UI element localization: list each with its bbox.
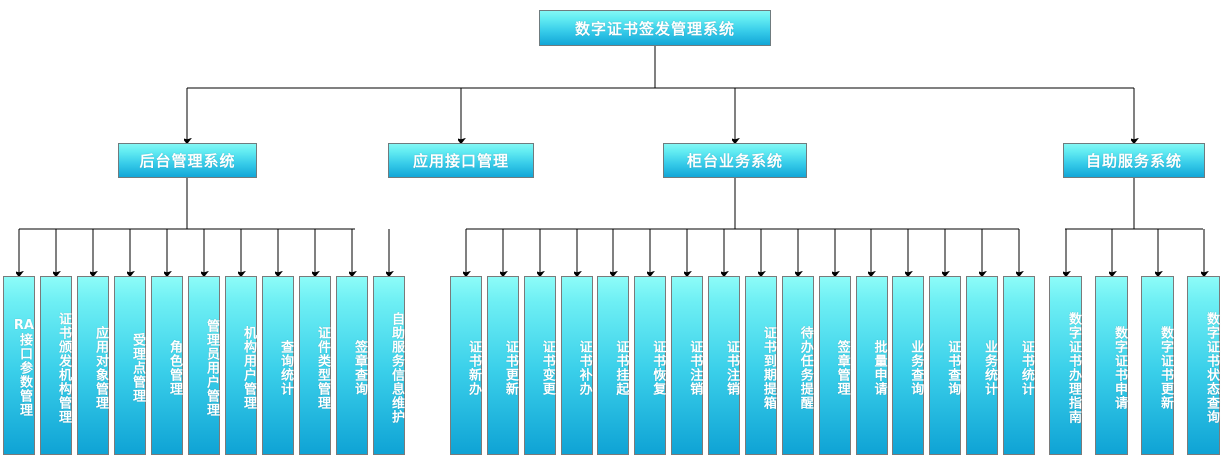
node-leaf-2-13[interactable]: 证书查询 xyxy=(929,276,962,455)
node-branch-3-label: 自助服务系统 xyxy=(1085,152,1182,170)
node-leaf-label: 查询统计 xyxy=(278,339,293,396)
node-leaf-label: 证书恢复 xyxy=(650,339,666,396)
node-leaf-0-6[interactable]: 机构用户管理 xyxy=(225,276,257,455)
node-leaf-label: 业务统计 xyxy=(982,339,997,396)
node-branch-1[interactable]: 应用接口管理 xyxy=(388,143,534,178)
node-leaf-label: 数字证书状态查询 xyxy=(1204,311,1219,424)
node-leaf-3-1[interactable]: 数字证书申请 xyxy=(1095,276,1128,455)
node-root-label: 数字证书签发管理系统 xyxy=(574,19,735,38)
node-leaf-2-10[interactable]: 签章管理 xyxy=(818,276,851,455)
node-leaf-2-15[interactable]: 证书统计 xyxy=(1002,276,1035,455)
node-branch-3[interactable]: 自助服务系统 xyxy=(1063,143,1205,178)
node-leaf-2-8[interactable]: 证书到期提箱 xyxy=(744,276,777,455)
node-leaf-2-2[interactable]: 证书变更 xyxy=(523,276,556,455)
node-leaf-label: 证书到期提箱 xyxy=(760,325,776,410)
node-branch-1-label: 应用接口管理 xyxy=(412,152,509,170)
node-leaf-label: 数字证书更新 xyxy=(1158,325,1173,410)
node-leaf-2-0[interactable]: 证书新办 xyxy=(450,276,482,455)
node-leaf-label: 数字证书申请 xyxy=(1112,325,1127,410)
node-leaf-2-5[interactable]: 证书恢复 xyxy=(634,276,667,455)
node-leaf-label: 证书变更 xyxy=(539,339,555,396)
node-leaf-label: 证书新办 xyxy=(466,339,481,396)
node-leaf-0-0[interactable]: RA接口参数管理 xyxy=(3,276,35,455)
node-root[interactable]: 数字证书签发管理系统 xyxy=(539,10,771,46)
node-leaf-label: 证书统计 xyxy=(1018,339,1034,396)
node-leaf-0-1[interactable]: 证书颁发机构管理 xyxy=(40,276,72,455)
node-leaf-2-12[interactable]: 业务查询 xyxy=(892,276,925,455)
node-leaf-label: 证书更新 xyxy=(502,339,518,396)
node-leaf-label: 角色管理 xyxy=(167,339,182,396)
node-leaf-label: 证书挂起 xyxy=(613,339,629,396)
node-leaf-label: 证书颁发机构管理 xyxy=(56,311,71,424)
node-leaf-latin-prefix: RA xyxy=(13,318,34,333)
node-leaf-label: 应用对象管理 xyxy=(93,325,108,410)
node-branch-0[interactable]: 后台管理系统 xyxy=(118,143,257,178)
node-leaf-label: 证书注销 xyxy=(687,339,703,396)
node-leaf-2-6[interactable]: 证书注销 xyxy=(671,276,704,455)
node-leaf-label: 签章管理 xyxy=(834,339,850,396)
node-leaf-3-3[interactable]: 数字证书状态查询 xyxy=(1187,276,1220,455)
node-leaf-label: 证书注销 xyxy=(724,339,739,396)
node-leaf-0-8[interactable]: 证件类型管理 xyxy=(299,276,331,455)
node-leaf-2-11[interactable]: 批量申请 xyxy=(855,276,888,455)
node-leaf-label: 证件类型管理 xyxy=(315,325,330,410)
node-leaf-0-9[interactable]: 签章查询 xyxy=(336,276,368,455)
node-leaf-label: 批量申请 xyxy=(871,339,887,396)
node-leaf-label: 受理点管理 xyxy=(130,332,145,403)
node-leaf-0-3[interactable]: 受理点管理 xyxy=(114,276,146,455)
node-branch-0-label: 后台管理系统 xyxy=(139,152,236,170)
node-leaf-2-4[interactable]: 证书挂起 xyxy=(597,276,630,455)
node-leaf-2-7[interactable]: 证书注销 xyxy=(708,276,740,455)
node-leaf-3-2[interactable]: 数字证书更新 xyxy=(1141,276,1174,455)
node-leaf-label: 证书查询 xyxy=(945,339,961,396)
node-leaf-0-2[interactable]: 应用对象管理 xyxy=(77,276,109,455)
node-leaf-2-14[interactable]: 业务统计 xyxy=(966,276,998,455)
node-leaf-label: 管理员用户管理 xyxy=(204,318,219,417)
node-branch-2-label: 柜台业务系统 xyxy=(686,152,783,170)
node-leaf-label: 自助服务信息维护 xyxy=(389,311,404,424)
node-leaf-label: RA接口参数管理 xyxy=(13,318,34,417)
node-leaf-0-4[interactable]: 角色管理 xyxy=(151,276,183,455)
node-leaf-2-3[interactable]: 证书补办 xyxy=(560,276,593,455)
node-leaf-0-7[interactable]: 查询统计 xyxy=(262,276,294,455)
node-leaf-2-9[interactable]: 待办任务提醒 xyxy=(781,276,814,455)
node-leaf-label: 签章查询 xyxy=(352,339,367,396)
node-leaf-0-10[interactable]: 自助服务信息维护 xyxy=(373,276,405,455)
node-leaf-label: 数字证书办理指南 xyxy=(1066,311,1081,424)
node-leaf-0-5[interactable]: 管理员用户管理 xyxy=(188,276,220,455)
node-leaf-label: 待办任务提醒 xyxy=(797,325,813,410)
node-leaf-2-1[interactable]: 证书更新 xyxy=(486,276,519,455)
node-branch-2[interactable]: 柜台业务系统 xyxy=(663,143,807,178)
node-leaf-label: 业务查询 xyxy=(908,339,924,396)
node-leaf-3-0[interactable]: 数字证书办理指南 xyxy=(1049,276,1082,455)
node-leaf-label: 机构用户管理 xyxy=(241,325,256,410)
node-leaf-label: 证书补办 xyxy=(576,339,592,396)
